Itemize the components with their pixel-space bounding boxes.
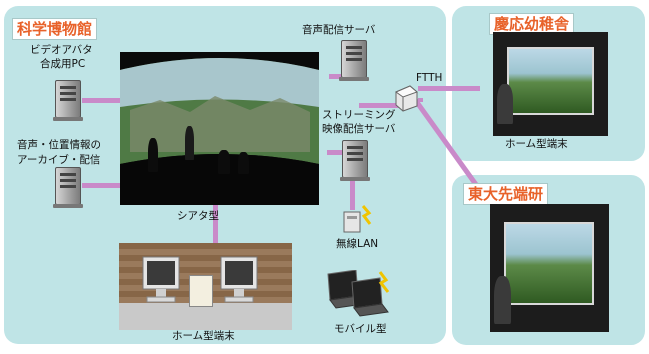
server-icon	[340, 140, 370, 181]
streaming-label-line2: 映像配信サーバ	[322, 123, 396, 135]
server-icon	[53, 167, 83, 208]
science-museum-title: 科学博物館	[12, 18, 98, 40]
viewer-figure	[494, 276, 511, 324]
todai-tv-screen	[504, 221, 594, 306]
server-icon	[339, 40, 369, 81]
theater-photo	[120, 52, 319, 205]
laptop-icon	[327, 270, 390, 317]
server-icon	[53, 80, 83, 121]
wireless-ap-icon	[343, 205, 372, 233]
theater-label: シアタ型	[177, 210, 219, 222]
keio-tv-screen	[506, 46, 594, 116]
audience-figure	[238, 152, 249, 174]
todai-title: 東大先端研	[463, 183, 549, 205]
wireless-lan-label: 無線LAN	[336, 238, 379, 250]
connection-avatar-pc	[82, 98, 128, 103]
connection-audio-server	[329, 74, 352, 79]
todai-terminal-photo	[490, 204, 609, 332]
connection-ftth-todai	[418, 98, 423, 102]
monitor-icon	[142, 256, 180, 303]
connection-archive	[82, 183, 128, 188]
connection-wireless	[350, 174, 355, 210]
avatar-pc-label-line2: 合成用PC	[40, 58, 86, 70]
viewer-figure	[497, 84, 513, 124]
audio-server-label: 音声配信サーバ	[302, 24, 376, 36]
audience-figure	[218, 150, 230, 174]
audience-figure	[148, 138, 158, 172]
streaming-label-line1: ストリーミング	[322, 109, 396, 121]
keio-terminal-label: ホーム型端末	[505, 138, 568, 150]
ftth-diagonal-line	[408, 92, 480, 188]
archive-label-line1: 音声・位置情報の	[17, 139, 101, 151]
monitor-icon	[220, 256, 258, 303]
connection-trunk	[359, 103, 405, 108]
sign-board	[189, 275, 213, 307]
home-terminal-photo	[119, 243, 292, 330]
avatar-pc-label-line1: ビデオアバタ	[30, 44, 93, 56]
ftth-label: FTTH	[416, 72, 443, 84]
archive-label-line2: アーカイブ・配信	[17, 154, 101, 166]
keio-title: 慶応幼稚舎	[489, 13, 575, 35]
router-icon	[394, 85, 418, 112]
connection-streaming	[327, 150, 350, 155]
keio-terminal-photo	[493, 32, 608, 136]
mobile-label: モバイル型	[334, 323, 387, 335]
connection-ftth-keio	[418, 86, 480, 91]
connection-theater-home	[213, 205, 218, 243]
counter	[119, 303, 292, 330]
presenter-figure	[185, 126, 194, 160]
home-terminal-label: ホーム型端末	[172, 330, 235, 342]
